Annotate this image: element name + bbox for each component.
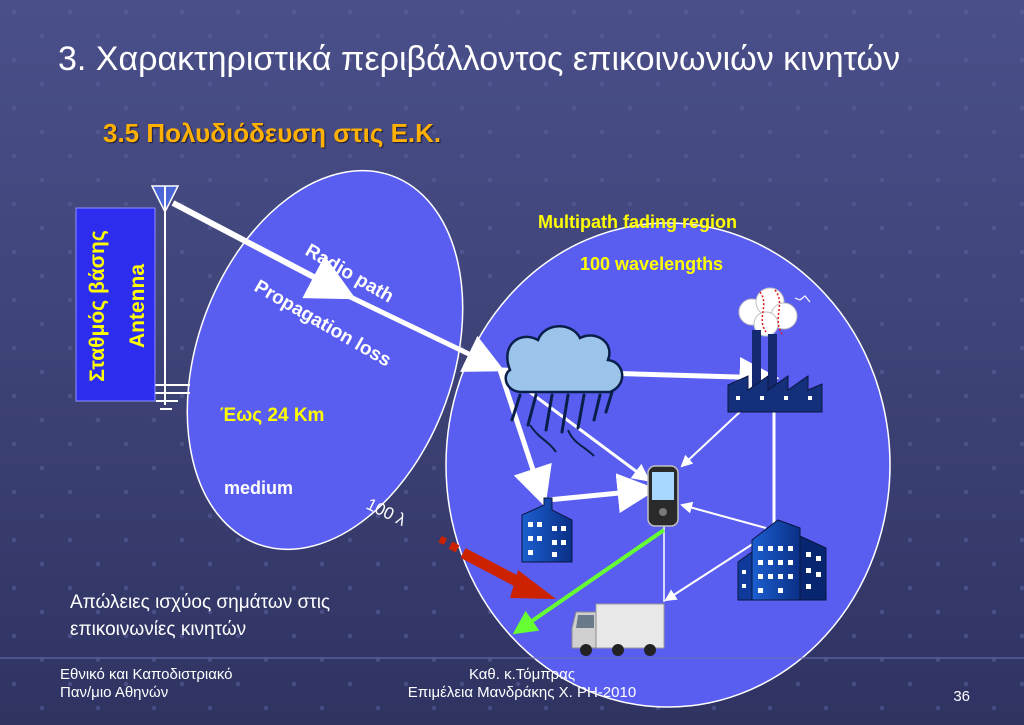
multipath-rays	[497, 357, 780, 602]
building-icon	[737, 519, 827, 601]
building-icon	[521, 497, 573, 563]
footer-author: Καθ. κ.Τόμπρας Επιμέλεια Μανδράκης Χ. ΡΗ…	[372, 666, 672, 702]
note-line-2: επικοινωνίες κινητών	[70, 619, 247, 640]
wavelengths-label: 100 wavelengths	[580, 254, 723, 274]
footer-left-line-1: Εθνικό και Καποδιστριακό	[60, 666, 233, 683]
multipath-region-circle	[445, 222, 891, 708]
base-station-label-greek: Σταθμός βάσης	[86, 230, 109, 382]
page-number: 36	[953, 688, 970, 705]
truck-icon	[571, 603, 665, 656]
slide-title: 3. Χαρακτηριστικά περιβάλλοντος επικοινω…	[58, 40, 901, 78]
slide-subtitle: 3.5 Πολυδιόδευση στις Ε.Κ.	[103, 118, 442, 148]
power-loss-note: Απώλειες ισχύος σημάτων στις επικοινωνίε…	[70, 589, 410, 643]
cloud-rain-icon	[504, 325, 624, 457]
phone-icon	[647, 465, 679, 527]
hundred-lambda-arrow	[438, 535, 556, 599]
note-line-1: Απώλειες ισχύος σημάτων στις	[70, 592, 331, 613]
footer-institution: Εθνικό και Καποδιστριακό Παν/μιο Αθηνών	[60, 666, 300, 702]
direct-ray-green	[512, 528, 666, 635]
footer-center-line-2: Επιμέλεια Μανδράκης Χ. ΡΗ-2010	[407, 684, 637, 701]
footer-divider	[0, 657, 1024, 659]
medium-label: medium	[224, 478, 293, 498]
factory-icon	[727, 287, 823, 413]
footer-center-line-1: Καθ. κ.Τόμπρας	[468, 666, 576, 683]
propagation-ellipse	[186, 169, 464, 551]
footer-left-line-2: Παν/μιο Αθηνών	[60, 684, 169, 701]
base-station-box	[75, 207, 156, 402]
propagation-arrow	[338, 289, 505, 372]
base-station-label-en: Antenna	[126, 264, 149, 348]
radio-path-arrow	[171, 200, 356, 300]
distance-label: Έως 24 Km	[220, 405, 324, 426]
fading-region-label: Multipath fading region	[538, 212, 737, 232]
